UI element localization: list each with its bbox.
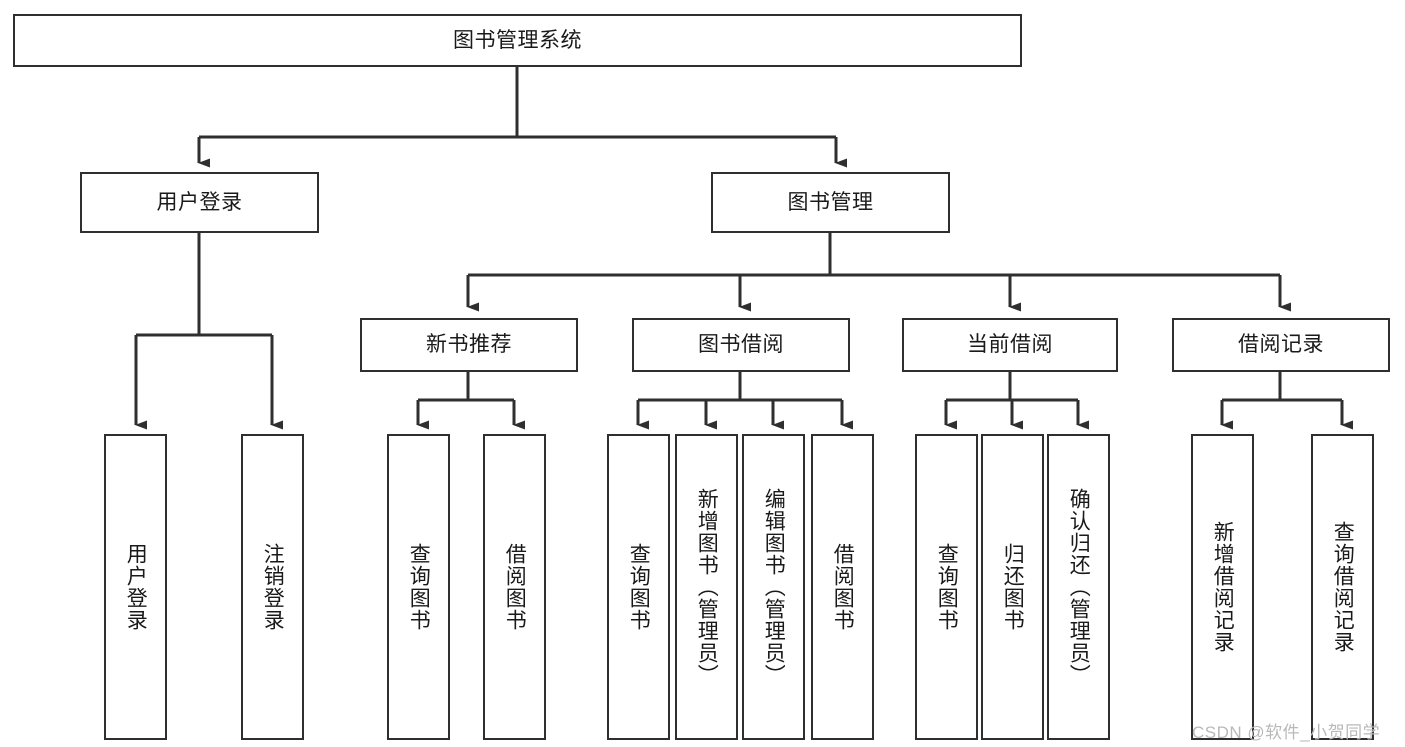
node-new-book-recommend[interactable]: 新书推荐 <box>360 318 578 372</box>
node-leaf-borrow-book-2[interactable]: 借阅图书 <box>811 434 874 740</box>
node-book-manage[interactable]: 图书管理 <box>711 172 950 233</box>
node-leaf-add-borrow-record-label: 新增借阅记录 <box>1211 521 1235 653</box>
csdn-watermark: CSDN @软件_小贺同学 <box>1192 723 1381 742</box>
node-leaf-query-book-3[interactable]: 查询图书 <box>915 434 978 740</box>
node-leaf-query-book-2[interactable]: 查询图书 <box>607 434 670 740</box>
node-leaf-add-book-admin-label: 新增图书（管理员） <box>695 488 719 686</box>
node-leaf-user-login[interactable]: 用户登录 <box>104 434 167 740</box>
node-leaf-return-book[interactable]: 归还图书 <box>981 434 1044 740</box>
node-user-login-label: 用户登录 <box>156 190 243 214</box>
node-borrow-record[interactable]: 借阅记录 <box>1172 318 1390 372</box>
node-leaf-borrow-book-1-label: 借阅图书 <box>503 543 527 631</box>
node-leaf-borrow-book-1[interactable]: 借阅图书 <box>483 434 546 740</box>
node-leaf-edit-book-admin[interactable]: 编辑图书（管理员） <box>742 434 805 740</box>
node-leaf-query-book-1-label: 查询图书 <box>407 543 431 631</box>
node-root-label: 图书管理系统 <box>453 28 582 52</box>
node-leaf-borrow-book-2-label: 借阅图书 <box>831 543 855 631</box>
node-borrow-record-label: 借阅记录 <box>1238 333 1324 357</box>
node-leaf-query-book-3-label: 查询图书 <box>935 543 959 631</box>
node-user-login[interactable]: 用户登录 <box>80 172 319 233</box>
node-leaf-add-book-admin[interactable]: 新增图书（管理员） <box>675 434 738 740</box>
node-leaf-confirm-return-admin-label: 确认归还（管理员） <box>1067 488 1091 686</box>
node-leaf-logout[interactable]: 注销登录 <box>241 434 304 740</box>
node-book-manage-label: 图书管理 <box>787 190 874 214</box>
node-leaf-query-book-1[interactable]: 查询图书 <box>387 434 450 740</box>
node-leaf-user-login-label: 用户登录 <box>124 543 148 631</box>
node-leaf-query-borrow-record[interactable]: 查询借阅记录 <box>1311 434 1374 740</box>
node-root[interactable]: 图书管理系统 <box>13 14 1022 67</box>
node-leaf-confirm-return-admin[interactable]: 确认归还（管理员） <box>1047 434 1110 740</box>
node-leaf-return-book-label: 归还图书 <box>1001 543 1025 631</box>
node-current-borrow[interactable]: 当前借阅 <box>902 318 1118 372</box>
node-leaf-query-book-2-label: 查询图书 <box>627 543 651 631</box>
node-book-borrow-label: 图书借阅 <box>698 333 784 357</box>
node-leaf-query-borrow-record-label: 查询借阅记录 <box>1331 521 1355 653</box>
node-leaf-add-borrow-record[interactable]: 新增借阅记录 <box>1191 434 1254 740</box>
node-leaf-edit-book-admin-label: 编辑图书（管理员） <box>762 488 786 686</box>
node-current-borrow-label: 当前借阅 <box>967 333 1053 357</box>
node-book-borrow[interactable]: 图书借阅 <box>632 318 850 372</box>
node-new-book-recommend-label: 新书推荐 <box>426 333 512 357</box>
node-leaf-logout-label: 注销登录 <box>261 543 285 631</box>
